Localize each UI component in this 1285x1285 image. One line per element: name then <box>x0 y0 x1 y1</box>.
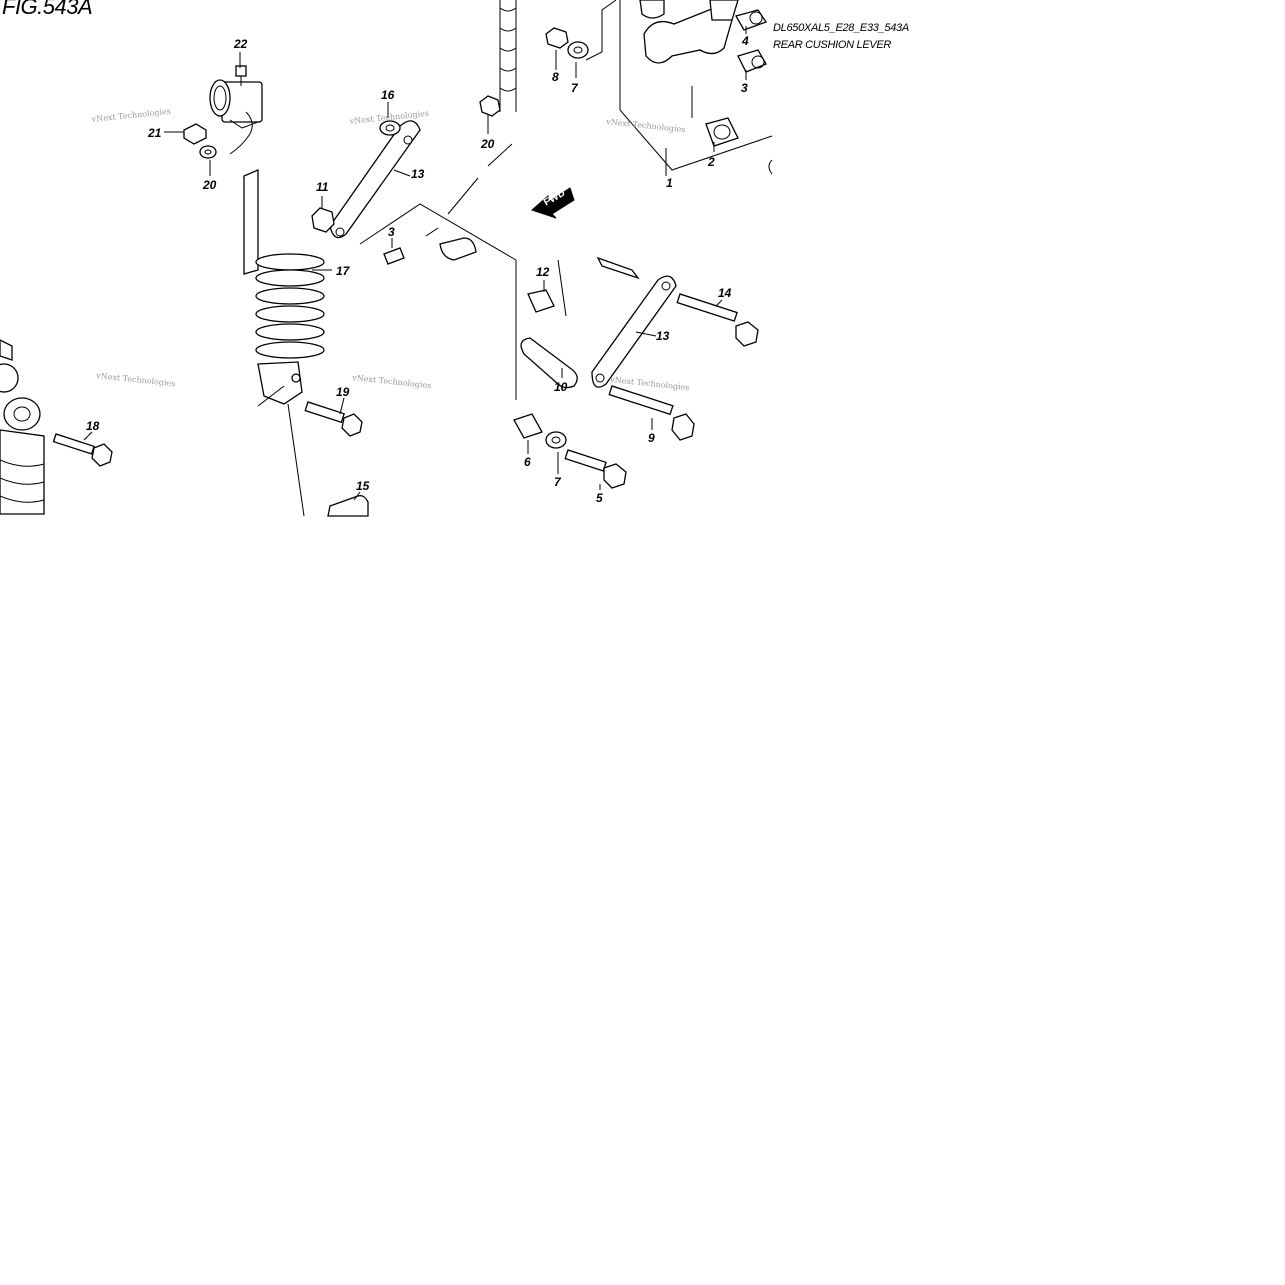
lower-hardware <box>513 256 759 489</box>
callout-12: 12 <box>536 265 550 279</box>
callout-3: 3 <box>388 225 395 239</box>
callout-18: 18 <box>86 419 100 433</box>
callout-20: 20 <box>480 137 495 151</box>
callout-9: 9 <box>648 431 655 445</box>
watermark-3: vNext Technologies <box>605 117 686 134</box>
callout-13: 13 <box>411 167 425 181</box>
callout-3: 3 <box>741 81 748 95</box>
callout-7: 7 <box>554 475 562 489</box>
callout-17: 17 <box>336 264 351 278</box>
shock-bottom-left <box>0 339 113 515</box>
callout-10: 10 <box>554 380 568 394</box>
forward-direction-arrow: FWD <box>531 187 575 219</box>
rear-cushion-lever <box>545 0 773 175</box>
callout-20: 20 <box>202 178 217 192</box>
figure-name: REAR CUSHION LEVER <box>773 39 892 51</box>
callout-15: 15 <box>356 479 370 493</box>
callout-8: 8 <box>552 70 559 84</box>
watermark-1: vNext Technologies <box>90 107 171 124</box>
shock-spring <box>255 253 325 359</box>
callout-numbers: 22 21 20 16 13 11 20 8 7 4 3 2 1 3 17 12… <box>86 34 749 505</box>
callout-19: 19 <box>336 385 350 399</box>
figure-title: FIG.543A <box>2 0 93 19</box>
callout-11: 11 <box>316 180 329 194</box>
watermark-4: vNext Technologies <box>95 371 176 388</box>
callout-2: 2 <box>707 155 715 169</box>
lower-bracket <box>359 143 567 400</box>
figure-code: DL650XAL5_E28_E33_543A <box>773 22 909 34</box>
callout-21: 21 <box>147 126 162 140</box>
callout-14: 14 <box>718 286 732 300</box>
callout-6: 6 <box>524 455 531 469</box>
callout-5: 5 <box>596 491 603 505</box>
watermark-5: vNext Technologies <box>351 373 432 390</box>
upper-spring-strip <box>479 0 517 117</box>
callout-7: 7 <box>571 81 579 95</box>
callout-13: 13 <box>656 329 670 343</box>
callout-4: 4 <box>741 34 749 48</box>
rear-shock-absorber <box>243 169 369 517</box>
callout-16: 16 <box>381 88 395 102</box>
leader-lines <box>83 26 747 501</box>
callout-1: 1 <box>666 176 673 190</box>
cushion-rod-upper <box>311 120 421 239</box>
shock-top-assembly <box>183 65 263 159</box>
callout-22: 22 <box>233 37 248 51</box>
